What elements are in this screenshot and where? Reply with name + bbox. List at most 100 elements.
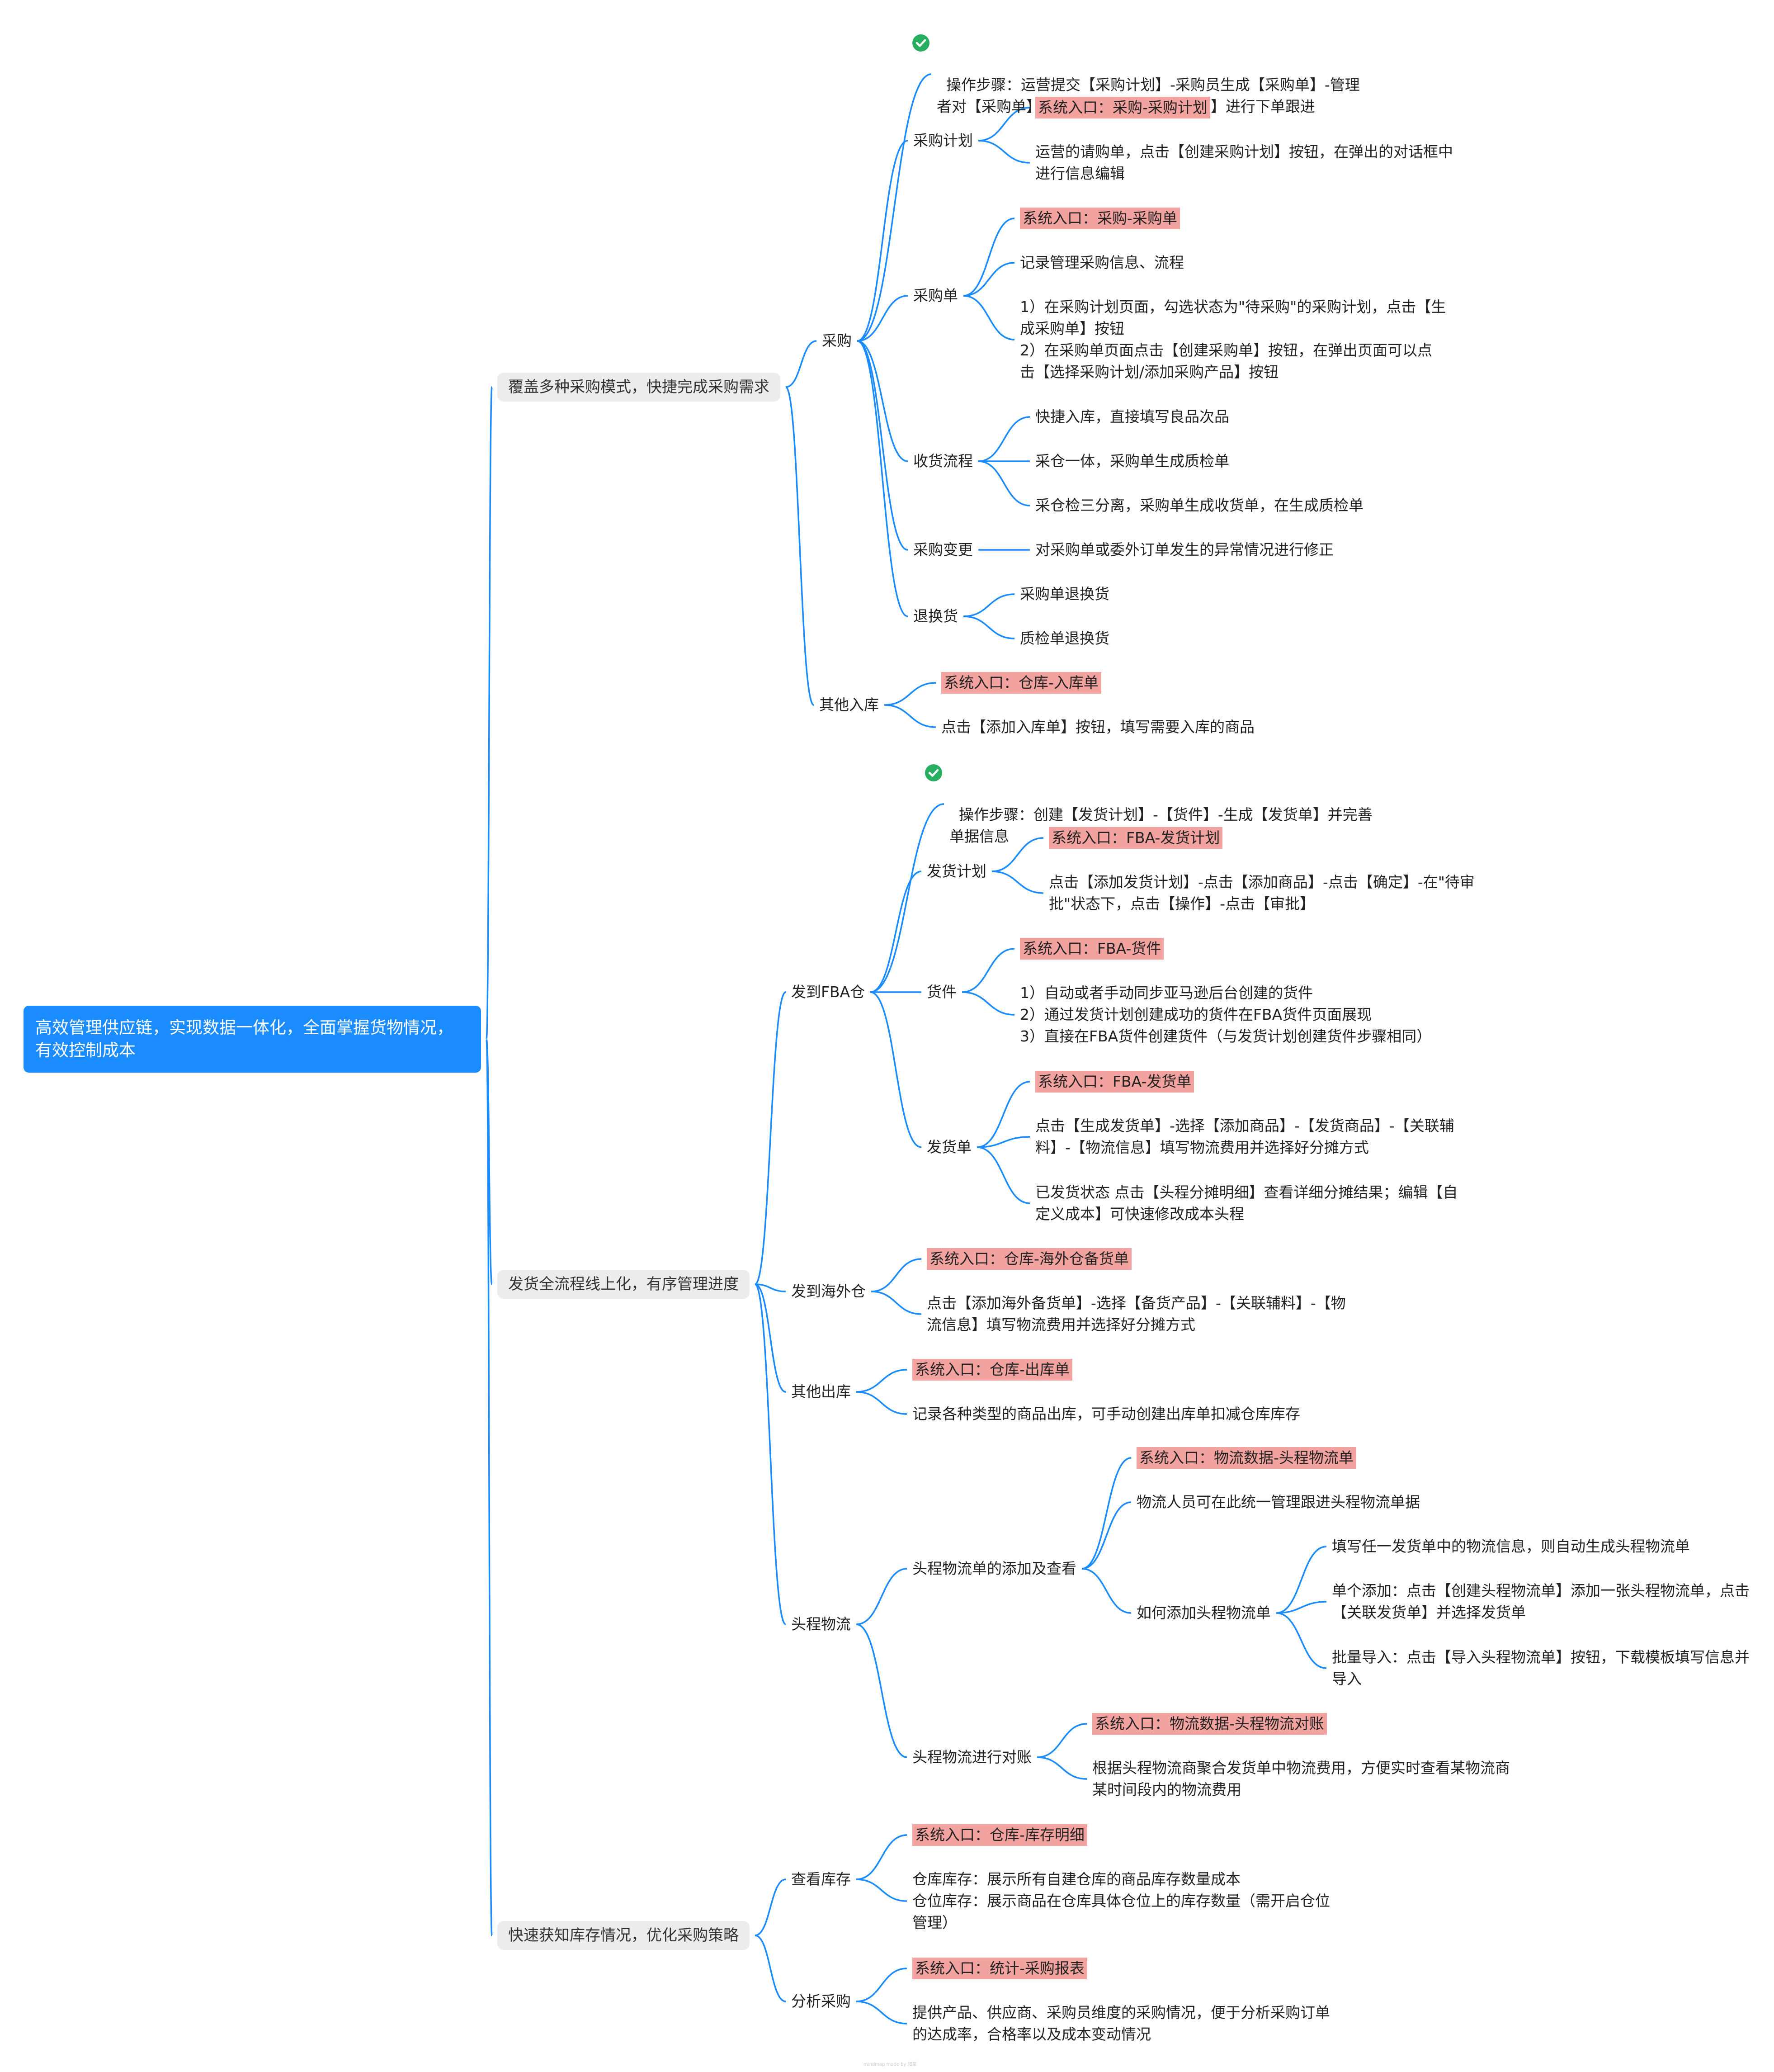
purchase-plan-entry[interactable]: 系统入口：采购-采购计划 bbox=[1035, 97, 1210, 118]
logistics-add-desc[interactable]: 物流人员可在此统一管理跟进头程物流单据 bbox=[1137, 1493, 1420, 1511]
overseas-entry[interactable]: 系统入口：仓库-海外仓备货单 bbox=[927, 1248, 1132, 1270]
connector-line bbox=[755, 1878, 786, 1936]
node-ship-plan[interactable]: 发货计划 bbox=[927, 862, 986, 880]
overseas-desc[interactable]: 点击【添加海外备货单】-选择【备货产品】-【关联辅料】-【物 流信息】填写物流费… bbox=[927, 1294, 1346, 1334]
connector-line bbox=[870, 991, 922, 1148]
purchase-order-desc1[interactable]: 记录管理采购信息、流程 bbox=[1020, 254, 1184, 271]
purchase-order-entry-text: 系统入口：采购-采购单 bbox=[1020, 208, 1180, 229]
fba-steps-text: 操作步骤：创建【发货计划】-【货件】-生成【发货单】并完善 单据信息 bbox=[949, 806, 1373, 845]
analysis-desc[interactable]: 提供产品、供应商、采购员维度的采购情况，便于分析采购订单 的达成率，合格率以及成… bbox=[912, 2004, 1330, 2043]
connector-line bbox=[755, 1283, 786, 1393]
connector-line bbox=[857, 73, 932, 342]
node-analyze-purchase[interactable]: 分析采购 bbox=[791, 1992, 851, 2010]
ship-plan-entry[interactable]: 系统入口：FBA-发货计划 bbox=[1049, 827, 1223, 849]
purchase-order-desc2[interactable]: 1）在采购计划页面，勾选状态为"待采购"的采购计划，点击【生 成采购单】按钮 2… bbox=[1020, 298, 1446, 381]
connector-line bbox=[856, 1623, 907, 1758]
stock-desc[interactable]: 仓库库存：展示所有自建仓库的商品库存数量成本 仓位库存：展示商品在仓库具体仓位上… bbox=[912, 1870, 1330, 1931]
receive-item[interactable]: 采仓检三分离，采购单生成收货单，在生成质检单 bbox=[1035, 497, 1364, 514]
connector-line bbox=[856, 1369, 907, 1393]
node-logistics-add-view[interactable]: 头程物流单的添加及查看 bbox=[912, 1560, 1076, 1577]
branch-shipping[interactable]: 发货全流程线上化，有序管理进度 bbox=[497, 1270, 750, 1299]
logistics-add-entry-text: 系统入口：物流数据-头程物流单 bbox=[1137, 1447, 1356, 1469]
purchase-plan-desc[interactable]: 运营的请购单，点击【创建采购计划】按钮，在弹出的对话框中 进行信息编辑 bbox=[1035, 143, 1453, 182]
other-outbound-desc[interactable]: 记录各种类型的商品出库，可手动创建出库单扣减仓库库存 bbox=[912, 1405, 1300, 1423]
connector-line bbox=[1037, 1756, 1087, 1780]
node-returns[interactable]: 退换货 bbox=[913, 607, 958, 625]
node-ship-overseas[interactable]: 发到海外仓 bbox=[791, 1282, 866, 1300]
fba-steps[interactable]: 操作步骤：创建【发货计划】-【货件】-生成【发货单】并完善 单据信息 bbox=[925, 761, 1373, 847]
node-logistics-reconcile[interactable]: 头程物流进行对账 bbox=[912, 1748, 1032, 1766]
logistics-reconcile-entry[interactable]: 系统入口：物流数据-头程物流对账 bbox=[1092, 1713, 1327, 1735]
returns-item[interactable]: 质检单退换货 bbox=[1020, 629, 1109, 647]
receive-item[interactable]: 采仓一体，采购单生成质检单 bbox=[1035, 452, 1229, 470]
node-shipment[interactable]: 货件 bbox=[927, 983, 957, 1001]
connector-line bbox=[963, 615, 1015, 639]
node-purchase-order[interactable]: 采购单 bbox=[913, 287, 958, 304]
node-purchase[interactable]: 采购 bbox=[822, 332, 852, 350]
logistics-reconcile-desc[interactable]: 根据头程物流商聚合发货单中物流费用，方便实时查看某物流商 某时间段内的物流费用 bbox=[1092, 1759, 1510, 1798]
other-outbound-entry[interactable]: 系统入口：仓库-出库单 bbox=[912, 1359, 1072, 1381]
ship-invoice-desc1[interactable]: 点击【生成发货单】-选择【添加商品】-【发货商品】-【关联辅 料】-【物流信息】… bbox=[1035, 1117, 1454, 1156]
node-ship-to-fba[interactable]: 发到FBA仓 bbox=[791, 983, 865, 1001]
node-view-stock[interactable]: 查看库存 bbox=[791, 1870, 851, 1888]
connector-line bbox=[857, 340, 908, 617]
connector-line bbox=[857, 340, 908, 551]
node-purchase-change[interactable]: 采购变更 bbox=[913, 541, 973, 558]
connector-line bbox=[978, 107, 1030, 142]
connector-line bbox=[1276, 1612, 1327, 1669]
analysis-entry[interactable]: 系统入口：统计-采购报表 bbox=[912, 1958, 1087, 1979]
connector-line bbox=[870, 803, 944, 993]
stock-entry-text: 系统入口：仓库-库存明细 bbox=[912, 1824, 1087, 1846]
stock-entry[interactable]: 系统入口：仓库-库存明细 bbox=[912, 1824, 1087, 1846]
branch-purchase-mode[interactable]: 覆盖多种采购模式，快捷完成采购需求 bbox=[497, 373, 780, 402]
connector-line bbox=[978, 140, 1030, 164]
ship-invoice-entry[interactable]: 系统入口：FBA-发货单 bbox=[1035, 1071, 1194, 1093]
node-other-inbound[interactable]: 其他入库 bbox=[819, 696, 879, 714]
root-topic[interactable]: 高效管理供应链，实现数据一体化，全面掌握货物情况， 有效控制成本 bbox=[24, 1006, 481, 1073]
shipment-desc[interactable]: 1）自动或者手动同步亚马逊后台创建的货件 2）通过发货计划创建成功的货件在FBA… bbox=[1020, 984, 1432, 1045]
receive-item[interactable]: 快捷入库，直接填写良品次品 bbox=[1035, 408, 1229, 426]
connector-line bbox=[857, 295, 908, 342]
shipment-entry[interactable]: 系统入口：FBA-货件 bbox=[1020, 938, 1164, 960]
connector-line bbox=[755, 1283, 786, 1292]
node-ship-invoice[interactable]: 发货单 bbox=[927, 1138, 972, 1156]
purchase-steps[interactable]: 操作步骤：运营提交【采购计划】-采购员生成【采购单】-管理 者对【采购单】进行审… bbox=[912, 31, 1360, 118]
connector-line bbox=[977, 1136, 1030, 1148]
connector-line bbox=[755, 991, 786, 1285]
node-receive-flow[interactable]: 收货流程 bbox=[913, 452, 973, 470]
connector-line bbox=[755, 1935, 786, 2002]
logistics-add-entry[interactable]: 系统入口：物流数据-头程物流单 bbox=[1137, 1447, 1356, 1469]
other-inbound-desc[interactable]: 点击【添加入库单】按钮，填写需要入库的商品 bbox=[941, 718, 1255, 736]
how-add-item[interactable]: 批量导入：点击【导入头程物流单】按钮，下载模板填写信息并 导入 bbox=[1332, 1648, 1750, 1688]
other-inbound-entry-text: 系统入口：仓库-入库单 bbox=[941, 672, 1101, 694]
connector-line bbox=[856, 2001, 907, 2025]
other-outbound-entry-text: 系统入口：仓库-出库单 bbox=[912, 1359, 1072, 1381]
returns-item[interactable]: 采购单退换货 bbox=[1020, 585, 1109, 603]
connector-line bbox=[962, 991, 1015, 1016]
node-first-leg-logistics[interactable]: 头程物流 bbox=[791, 1615, 851, 1633]
shipment-entry-text: 系统入口：FBA-货件 bbox=[1020, 938, 1164, 960]
connector-line bbox=[1081, 1568, 1132, 1614]
connector-line bbox=[785, 340, 817, 388]
ship-invoice-desc2[interactable]: 已发货状态 点击【头程分摊明细】查看详细分摊结果；编辑【自 定义成本】可快速修改… bbox=[1035, 1183, 1458, 1223]
how-add-item[interactable]: 单个添加：点击【创建头程物流单】添加一张头程物流单，点击 【关联发货单】并选择发… bbox=[1332, 1582, 1750, 1621]
connector-line bbox=[963, 295, 1015, 341]
other-inbound-entry[interactable]: 系统入口：仓库-入库单 bbox=[941, 672, 1101, 694]
branch-inventory[interactable]: 快速获知库存情况，优化采购策略 bbox=[497, 1921, 750, 1950]
connector-line bbox=[978, 460, 1030, 506]
connector-line bbox=[884, 704, 936, 728]
node-other-outbound[interactable]: 其他出库 bbox=[791, 1383, 851, 1400]
connector-line bbox=[856, 1834, 907, 1880]
ship-plan-desc[interactable]: 点击【添加发货计划】-点击【添加商品】-点击【确定】-在"待审 批"状态下，点击… bbox=[1049, 873, 1475, 913]
how-add-item[interactable]: 填写任一发货单中的物流信息，则自动生成头程物流单 bbox=[1332, 1537, 1690, 1555]
connector-line bbox=[870, 870, 922, 993]
connector-line bbox=[962, 948, 1015, 993]
purchase-change-desc[interactable]: 对采购单或委外订单发生的异常情况进行修正 bbox=[1035, 541, 1334, 558]
connector-line bbox=[857, 340, 908, 462]
node-purchase-plan[interactable]: 采购计划 bbox=[913, 132, 973, 149]
connector-line bbox=[856, 1878, 907, 1902]
node-how-add-logistics[interactable]: 如何添加头程物流单 bbox=[1137, 1604, 1271, 1622]
purchase-order-entry[interactable]: 系统入口：采购-采购单 bbox=[1020, 208, 1180, 229]
connector-line bbox=[977, 1146, 1030, 1204]
